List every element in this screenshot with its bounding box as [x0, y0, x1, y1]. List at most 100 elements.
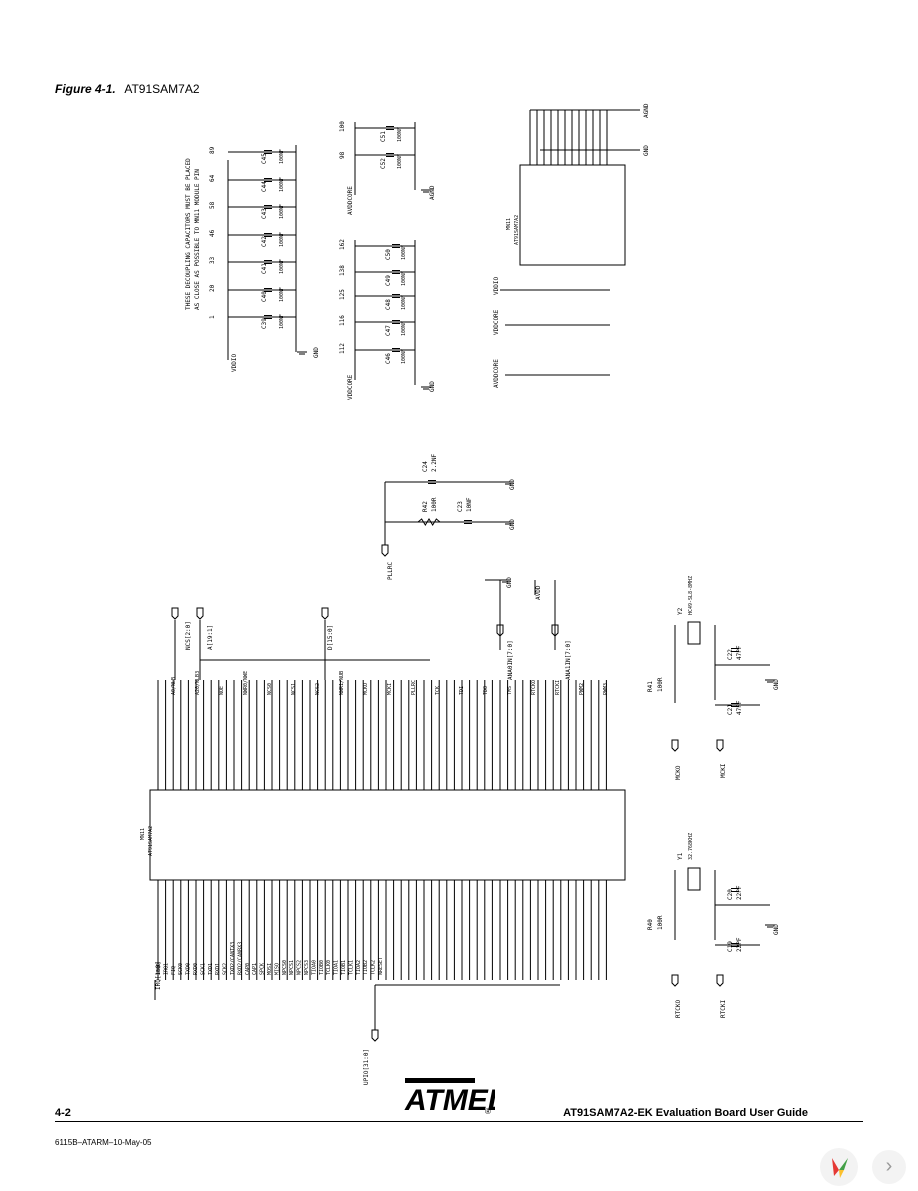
pin-label: SPCK — [260, 963, 266, 975]
pin-label: NPCS2 — [297, 960, 303, 975]
pin-label: TDI — [459, 686, 465, 695]
cap-value-label: 100NF — [279, 204, 285, 219]
core-pin-label: 112 — [339, 343, 346, 354]
r41-value: 100R — [657, 677, 664, 692]
core-cap-label: C47 — [385, 325, 392, 336]
gnd-net-label: GND — [509, 479, 516, 490]
pin-label: TIOA2 — [356, 960, 362, 975]
pin-label: NCS2 — [315, 683, 321, 695]
pin-label: NPCS1 — [289, 960, 295, 975]
figure-caption: Figure 4-1. AT91SAM7A2 — [55, 82, 200, 96]
cap-value-label: 100NF — [401, 321, 407, 336]
c21-label: C21 — [727, 704, 734, 715]
logo-text: ATMEL — [404, 1084, 495, 1117]
avdd-cap-label: C51 — [380, 131, 387, 142]
pin-label: A0/NLB — [171, 677, 177, 695]
pllrc-net-label: PLLRC — [387, 562, 394, 580]
c23-value: 10NF — [466, 497, 473, 512]
decoupling-pin-label: 89 — [209, 146, 216, 154]
y2-part-label: HC49-SL8-8MHZ — [688, 576, 694, 615]
pin-label: PWM2 — [579, 683, 585, 695]
gnd-net-label: GND — [506, 577, 513, 588]
gnd-net-label: GND — [643, 145, 650, 156]
pin-label: IRQ1 — [163, 963, 169, 975]
anain0-port — [496, 624, 504, 637]
irq-bus-label: IRQ[1:0] — [155, 961, 162, 990]
pin-label: NWR0/NWE — [243, 671, 249, 695]
ncs-port — [171, 607, 179, 620]
c24-label: C24 — [422, 461, 429, 472]
mcko-port — [671, 739, 679, 752]
footer-divider — [55, 1121, 863, 1122]
data-bus-label: D[15:0] — [327, 625, 334, 650]
ncs-bus-label: NCS[2:0] — [185, 621, 192, 650]
cap-value-label: 100NF — [401, 295, 407, 310]
pin-label: IRQ0 — [156, 963, 162, 975]
avddcore-net-label: AVDDCORE — [493, 359, 500, 388]
avdd-net-label: AVDD — [535, 585, 542, 600]
avdd-pin-label: 100 — [339, 121, 346, 132]
r41-label: R41 — [647, 681, 654, 692]
decoupling-cap-label: C45 — [261, 153, 268, 164]
cap-value-label: 100NF — [279, 232, 285, 247]
pin-label: NPCS0 — [282, 960, 288, 975]
anain0-bus-label: ANA0IN[7:0] — [507, 640, 514, 680]
pin-label: NWR1/NUB — [339, 671, 345, 695]
pin-label: MISO — [274, 963, 280, 975]
addr-bus-label: A[19:1] — [207, 625, 214, 650]
pin-label: TCLK2 — [371, 960, 377, 975]
gnd-net-label: GND — [313, 347, 320, 358]
mcko-net-label: MCKO — [675, 765, 682, 780]
vddio-net-label: VDDIO — [493, 277, 500, 295]
chevron-right-icon[interactable]: › — [872, 1150, 906, 1184]
pin-label: A20/NLB3 — [195, 671, 201, 695]
gnd-net-label: GND — [429, 381, 436, 392]
pin-label: RTCKI — [555, 680, 561, 695]
r42-label: R42 — [422, 501, 429, 512]
core-pin-label: 162 — [339, 239, 346, 250]
pin-label: RXD0 — [193, 963, 199, 975]
r40-value: 100R — [657, 915, 664, 930]
cap-value-label: 100NF — [279, 149, 285, 164]
r40-label: R40 — [647, 919, 654, 930]
cap-value-label: 100NF — [279, 287, 285, 302]
logo-registered-mark: ® — [485, 1107, 491, 1116]
mn11-part-label: AT91SAM7A2 — [514, 215, 520, 245]
mcki-net-label: MCKI — [720, 763, 727, 778]
pin-label: TDO — [483, 686, 489, 695]
pin-label: NCS1 — [291, 683, 297, 695]
gnd-net-label: GND — [773, 924, 780, 935]
mn11-part-label: AT91SAM7A2 — [148, 826, 154, 856]
pin-label: TXD0 — [186, 963, 192, 975]
agnd-net-label: AGND — [429, 185, 436, 200]
pin-label: TCK — [435, 686, 441, 695]
pin-label: NCS0 — [267, 683, 273, 695]
atmel-logo: ATMEL ® — [401, 1076, 506, 1118]
c23-label: C23 — [457, 501, 464, 512]
pin-label: SCK0 — [178, 963, 184, 975]
decoupling-cap-label: C41 — [261, 263, 268, 274]
pin-label: TCLK1 — [348, 960, 354, 975]
pin-label: SCK2 — [223, 963, 229, 975]
y1-freq-label: 32.768KHZ — [688, 833, 694, 860]
mn11-ref-label: MN11 — [140, 828, 146, 840]
core-pin-label: 138 — [339, 265, 346, 276]
vddcore-net-label: VDDCORE — [493, 309, 500, 335]
core-pin-label: 116 — [339, 315, 346, 326]
upio-port — [371, 1029, 379, 1042]
decoupling-cap-label: C40 — [261, 291, 268, 302]
mn11-main-block — [149, 789, 626, 881]
upio-bus-label: UPIO[31:0] — [363, 1049, 370, 1085]
decoupling-note: AS CLOSE AS POSSIBLE TO MN11 MODULE PIN — [194, 169, 201, 310]
pin-label: TIOA1 — [334, 960, 340, 975]
decoupling-pin-label: 46 — [209, 229, 216, 237]
cap-value-label: 100NF — [397, 154, 403, 169]
y2-label: Y2 — [677, 607, 684, 615]
pin-label: TMS — [507, 686, 513, 695]
pin-label: FIQ — [171, 966, 177, 975]
core-pin-label: 125 — [339, 289, 346, 300]
pin-label: RTCKO — [531, 680, 537, 695]
y1-label: Y1 — [677, 852, 684, 860]
avdd-cap-label: C52 — [380, 158, 387, 169]
mcki-port — [716, 739, 724, 752]
